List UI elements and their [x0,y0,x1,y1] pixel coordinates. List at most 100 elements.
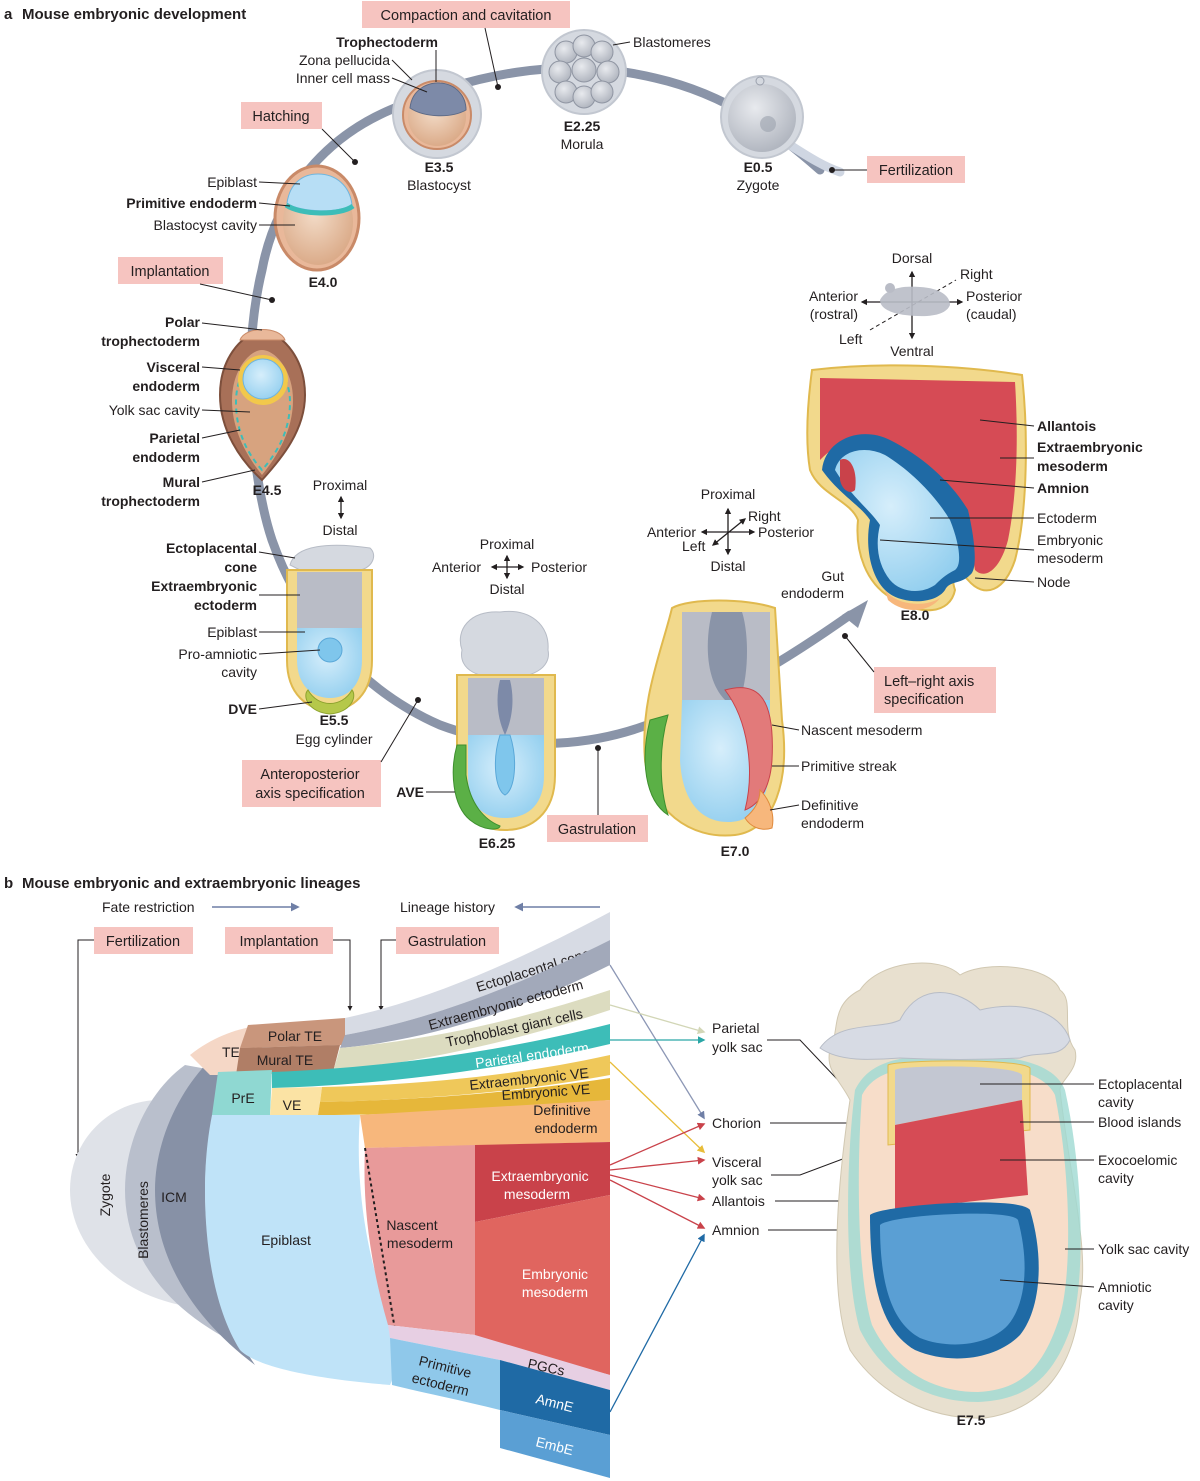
event-gastrulation: Gastrulation [547,748,648,842]
e75-exocoelomic-cavity [895,1100,1028,1210]
svg-text:Epiblast: Epiblast [261,1232,311,1248]
svg-text:Posterior: Posterior [531,559,587,575]
stage-e2-25: E2.25 [564,118,601,134]
svg-text:mesoderm: mesoderm [504,1186,570,1202]
panel-a-title: Mouse embryonic development [22,6,246,23]
e75-label-ectoplacental-2: cavity [1098,1094,1134,1110]
lineage-pre [212,1070,272,1115]
stage-e7-0: E7.0 [721,843,750,859]
svg-text:Posterior: Posterior [966,288,1022,304]
svg-text:Proximal: Proximal [701,486,755,502]
embryo-e7-0: Nascent mesoderm Primitive streak Defini… [643,599,922,859]
e75-ectoplacental-cone [819,992,1071,1060]
embryo-e0-5: E0.5 Zygote [720,75,804,193]
lineage-exe-mesoderm [475,1142,610,1222]
stage-zygote: Zygote [737,177,780,193]
label-parietal-endoderm-1: Parietal [149,430,200,446]
embryo-e5-5: Ectoplacental cone Extraembryonic ectode… [151,540,375,747]
b-event-implantation: Implantation [225,927,353,1011]
lineage-primitive-ectoderm [390,1338,500,1410]
e75-label-ectoplacental-1: Ectoplacental [1098,1076,1182,1092]
svg-text:Hatching: Hatching [252,109,309,125]
e75-label-amniotic-1: Amniotic [1098,1279,1152,1295]
embryo-e6-25: AVE E6.25 [396,610,556,851]
label-ectoderm: Ectoderm [1037,510,1097,526]
tissue-amnion: Amnion [712,1222,759,1238]
label-dve: DVE [228,701,257,717]
embryo-e3-5: Trophectoderm Zona pellucida Inner cell … [296,34,482,193]
svg-text:Proximal: Proximal [313,477,367,493]
lineage-icm [155,1060,255,1365]
svg-text:(rostral): (rostral) [810,306,858,322]
label-polar-te-1: Polar [165,314,201,330]
lineage-pgcs [388,1325,610,1390]
svg-text:Anterior: Anterior [809,288,858,304]
svg-text:Posterior: Posterior [758,524,814,540]
e75-label-amniotic-2: cavity [1098,1297,1134,1313]
svg-text:Right: Right [960,266,993,282]
event-hatching: Hatching [241,102,356,163]
label-yolk-sac-cavity: Yolk sac cavity [109,402,200,418]
label-mural-te-1: Mural [163,474,200,490]
label-inner-cell-mass: Inner cell mass [296,70,390,86]
label-parietal-endoderm-2: endoderm [132,449,200,465]
axis-e7: Proximal Anterior Right Posterior Left D… [647,486,814,574]
label-zona-pellucida: Zona pellucida [299,52,390,68]
stage-blastocyst: Blastocyst [407,177,471,193]
lineage-parietal-endoderm [272,1024,610,1088]
lineage-ve [270,1087,322,1115]
embryo-e4-0: Epiblast Primitive endoderm Blastocyst c… [126,164,361,290]
tissue-parietal-yolk-sac-2: yolk sac [712,1039,763,1055]
label-primitive-endoderm: Primitive endoderm [126,195,257,211]
svg-text:Proximal: Proximal [480,536,534,552]
lineage-exe-ve [320,1055,610,1102]
svg-text:Fertilization: Fertilization [106,934,180,950]
embryo-e2-25: Blastomeres E2.25 Morula [541,29,711,152]
stage-e0-5: E0.5 [744,159,773,175]
svg-text:Definitive: Definitive [533,1102,591,1118]
svg-text:Compaction and cavitation: Compaction and cavitation [381,8,552,24]
axis-anterior-posterior-e6: Proximal Anterior Posterior Distal [432,536,587,597]
arc-start [785,140,845,177]
lineage-epiblast [205,1115,398,1385]
svg-text:Extraembryonic: Extraembryonic [491,1168,588,1184]
label-embryonic-mesoderm-1: Embryonic [1037,532,1103,548]
svg-text:(caudal): (caudal) [966,306,1017,322]
lineage-exe-ectoderm [340,940,610,1048]
event-lr-axis: Left–right axis specification [844,635,996,713]
embryo-e7-5: Ectoplacental cavity Blood islands Exoco… [819,962,1189,1428]
label-visceral-endoderm-2: endoderm [132,378,200,394]
arc-arrowhead [842,600,868,628]
tissue-visceral-yolk-sac-2: yolk sac [712,1172,763,1188]
panel-a: a Mouse embryonic development Compaction… [4,1,1143,859]
svg-text:PrE: PrE [231,1090,254,1106]
label-exe-ectoderm-2: ectoderm [194,597,257,613]
svg-text:ICM: ICM [161,1189,187,1205]
tissue-visceral-yolk-sac-1: Visceral [712,1154,762,1170]
embryo-e4-5: Polar trophectoderm Visceral endoderm Yo… [101,314,307,509]
svg-text:VE: VE [283,1097,302,1113]
e75-label-yolk-sac-cavity: Yolk sac cavity [1098,1241,1189,1257]
svg-text:Mural TE: Mural TE [257,1052,314,1068]
event-ap-axis: Anteroposterior axis specification [242,699,419,807]
stage-e4-0: E4.0 [309,274,338,290]
mouse-orientation: Dorsal Right Anterior (rostral) Posterio… [809,250,1022,359]
lineage-polar-te [240,1018,345,1048]
stage-e5-5: E5.5 [320,712,349,728]
lineage-tree: Zygote Blastomeres ICM TE Polar TE Mural… [70,912,610,1478]
lineage-definitive-endoderm [360,1100,610,1148]
embryo-e8-0: Allantois Extraembryonic mesoderm Amnion… [781,364,1143,623]
svg-text:Distal: Distal [710,558,745,574]
svg-text:Anteroposterior: Anteroposterior [260,767,359,783]
label-epiblast-e4: Epiblast [207,174,257,190]
svg-text:Gastrulation: Gastrulation [558,822,636,838]
svg-text:Embryonic VE: Embryonic VE [501,1081,591,1103]
lineage-embe [500,1410,610,1478]
svg-text:Left–right axis: Left–right axis [884,674,974,690]
svg-text:Ventral: Ventral [890,343,934,359]
e75-label-exocoelomic-1: Exocoelomic [1098,1152,1177,1168]
stage-e4-5: E4.5 [253,482,282,498]
svg-text:Left: Left [682,538,705,554]
axis-proximal-distal: Proximal Distal [313,477,367,538]
svg-text:mesoderm: mesoderm [522,1284,588,1300]
